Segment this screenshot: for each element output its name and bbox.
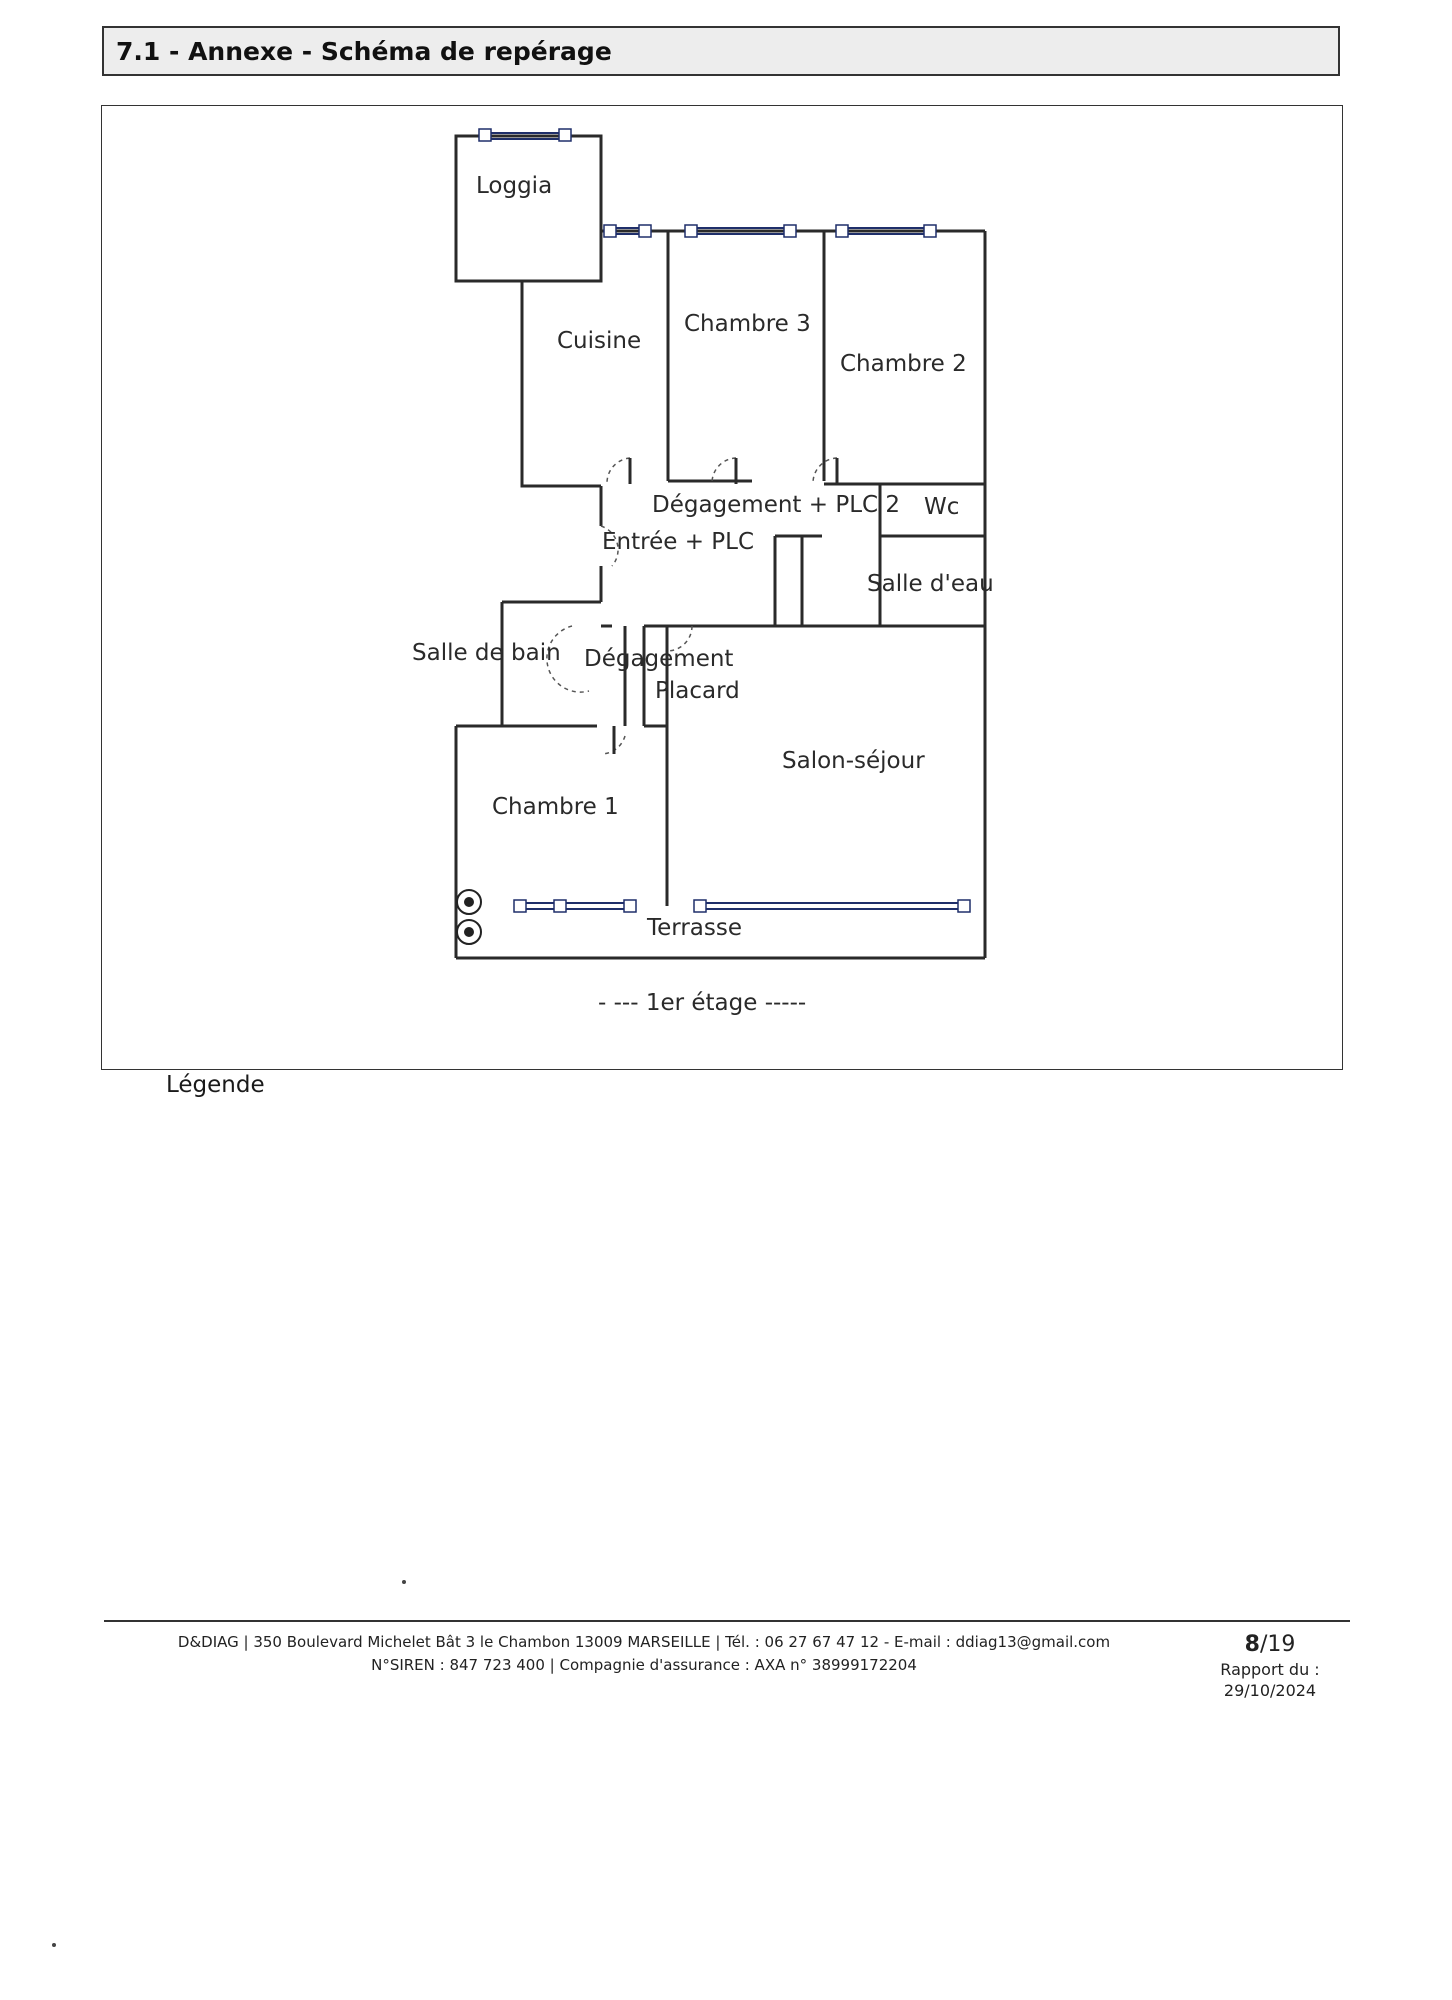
room-label-salle-deau: Salle d'eau [867, 571, 994, 597]
page-current: 8 [1244, 1632, 1260, 1657]
floor-plan: Loggia Cuisine Chambre 3 Chambre 2 Dégag… [412, 128, 994, 1016]
room-label-chambre1: Chambre 1 [492, 794, 619, 820]
footer-line-1: D&DIAG | 350 Boulevard Michelet Bât 3 le… [177, 1633, 1111, 1651]
room-label-placard: Placard [655, 678, 740, 704]
room-label-entree: Entrée + PLC [602, 529, 754, 555]
room-label-loggia: Loggia [476, 173, 552, 199]
window-frames [478, 128, 971, 913]
page-total: /19 [1259, 1632, 1296, 1657]
report-label: Rapport du : [1220, 1660, 1320, 1679]
section-title-bar: 7.1 - Annexe - Schéma de repérage [102, 26, 1340, 76]
room-label-salle-de-bain: Salle de bain [412, 640, 561, 666]
room-label-chambre3: Chambre 3 [684, 311, 811, 337]
footer-page-info: 8/19 Rapport du : 29/10/2024 [1190, 1631, 1350, 1701]
section-title: 7.1 - Annexe - Schéma de repérage [116, 36, 612, 66]
windows [486, 132, 964, 910]
walls [454, 134, 987, 960]
room-label-degagement-plc2: Dégagement + PLC 2 [652, 492, 900, 518]
door-swings [546, 457, 838, 755]
room-label-terrasse: Terrasse [646, 915, 742, 941]
page-number: 8/19 [1190, 1631, 1350, 1659]
meter-icons [456, 889, 482, 945]
footer-company-info: D&DIAG | 350 Boulevard Michelet Bât 3 le… [104, 1631, 1184, 1677]
report-date: 29/10/2024 [1223, 1681, 1317, 1700]
room-label-degagement: Dégagement [584, 646, 733, 672]
room-label-salon-sejour: Salon-séjour [782, 748, 925, 774]
room-label-chambre2: Chambre 2 [840, 351, 967, 377]
legend-label: Légende [166, 1072, 265, 1098]
footer-divider [104, 1620, 1350, 1622]
room-label-cuisine: Cuisine [557, 328, 641, 354]
floor-plan-frame: Loggia Cuisine Chambre 3 Chambre 2 Dégag… [101, 105, 1343, 1070]
scan-speck [402, 1580, 406, 1584]
door-leaves [612, 458, 839, 754]
floor-label: - --- 1er étage ----- [598, 990, 806, 1016]
scan-speck [52, 1943, 56, 1947]
room-label-wc: Wc [924, 494, 959, 520]
footer-line-2: N°SIREN : 847 723 400 | Compagnie d'assu… [371, 1656, 917, 1674]
